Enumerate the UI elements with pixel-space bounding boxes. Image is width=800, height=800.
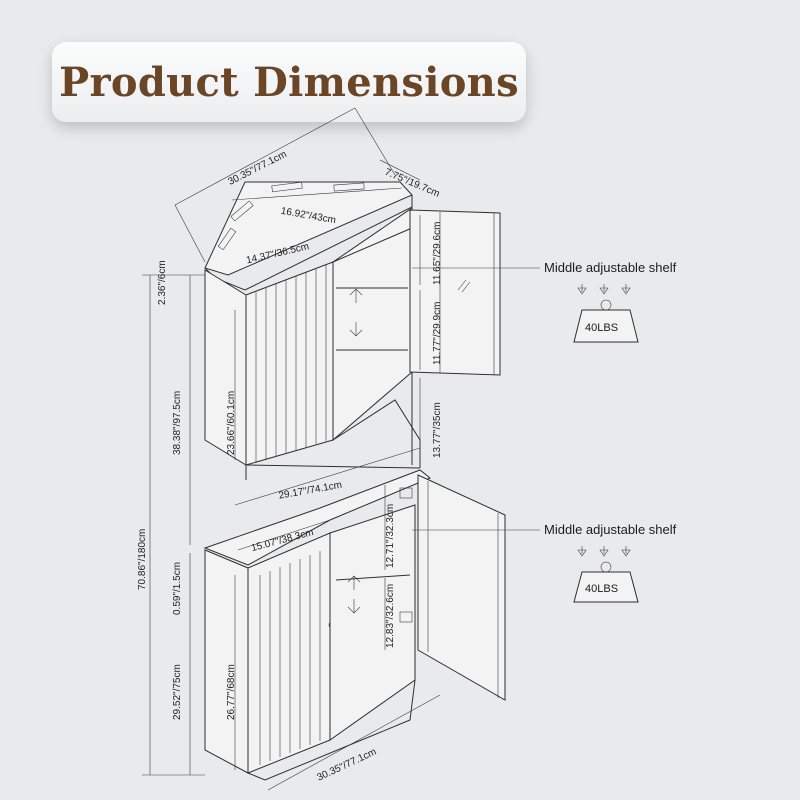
dim-lower-door-height: 26.77"/68cm xyxy=(226,664,237,720)
dimension-lines xyxy=(142,107,540,791)
down-arrows-icon xyxy=(577,546,631,557)
upper-cabinet xyxy=(204,207,501,466)
dim-open-shelf-height: 13.77"/35cm xyxy=(432,402,443,458)
upper-open-door xyxy=(409,209,501,376)
dim-lower-space-1: 12.71"/32.3cm xyxy=(385,504,396,568)
down-arrows-icon xyxy=(577,284,631,295)
weight-icon xyxy=(573,571,639,603)
dim-lower-space-2: 12.83"/32.6cm xyxy=(385,584,396,648)
weight-icon xyxy=(573,309,639,343)
title-banner: Product Dimensions xyxy=(52,42,526,122)
dim-upper-space-1: 11.65"/29.6cm xyxy=(432,222,443,285)
top-surface xyxy=(204,181,413,276)
shelf-upper-load: 40LBS xyxy=(585,322,618,334)
shelf-upper-label: Middle adjustable shelf xyxy=(544,260,677,275)
dim-crown-height: 2.36"/6cm xyxy=(157,260,168,305)
lower-cabinet xyxy=(203,469,506,781)
dim-bottom-width: 30.35"/77.1cm xyxy=(315,747,378,784)
upper-door xyxy=(245,261,334,466)
shelf-callout-lower: Middle adjustable shelf 40LBS xyxy=(544,522,677,603)
weight-handle-icon xyxy=(600,299,612,311)
lower-left-side xyxy=(204,549,249,774)
dim-middle-width: 29.17"/74.1cm xyxy=(278,480,343,502)
lower-door-flutes xyxy=(259,551,321,765)
shelf-lower-load: 40LBS xyxy=(585,583,618,595)
page-title: Product Dimensions xyxy=(59,58,519,106)
upper-door-flutes xyxy=(255,265,327,462)
dim-counter-thickness: 0.59"/1.5cm xyxy=(172,562,183,615)
shelf-lower-label: Middle adjustable shelf xyxy=(544,522,677,537)
dim-lower-section-height: 29.52"/75cm xyxy=(172,664,183,720)
shelf-callout-upper: Middle adjustable shelf 40LBS xyxy=(544,260,677,343)
hinge-icon xyxy=(399,487,413,499)
hinge-icon xyxy=(399,611,413,623)
dim-upper-space-2: 11.77"/29.9cm xyxy=(432,302,443,365)
dim-total-height: 70.86"/180cm xyxy=(137,529,148,590)
dim-upper-section-height: 38.38"/97.5cm xyxy=(172,391,183,455)
weight-handle-icon xyxy=(600,561,612,573)
dim-upper-door-height: 23.66"/60.1cm xyxy=(226,391,237,455)
lower-open-door xyxy=(417,474,506,701)
